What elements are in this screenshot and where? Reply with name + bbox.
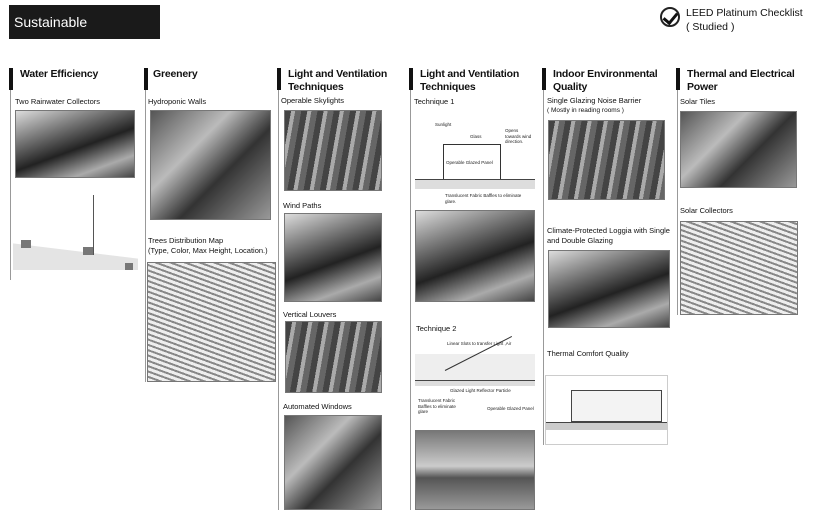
- label: Automated Windows: [283, 402, 352, 411]
- column-heading: Indoor Environmental Quality: [553, 68, 658, 93]
- label: Technique 1: [414, 97, 455, 106]
- label: Trees Distribution Map: [148, 236, 224, 245]
- column-thermal-electrical-power: Thermal and Electrical Power: [676, 68, 795, 315]
- label: Wind Paths: [283, 201, 322, 210]
- column-light-ventilation-1: Light and Ventilation Techniques: [277, 68, 387, 510]
- diagram-label: Operable Glazed Panel: [446, 160, 493, 165]
- heading-bar: [542, 68, 546, 90]
- technique-2-photo: [415, 430, 535, 510]
- leed-checklist: LEED Platinum Checklist ( Studied ): [660, 6, 803, 34]
- column-light-ventilation-2: Light and Ventilation Techniques: [409, 68, 519, 510]
- leed-subtitle: ( Studied ): [686, 21, 735, 33]
- label: Solar Tiles: [680, 97, 716, 106]
- technique-2-diagram: Linear Slots to transfer Light ,Air Glaz…: [415, 336, 535, 425]
- label: Hydroponic Walls: [148, 97, 207, 106]
- column-heading: Light and Ventilation Techniques: [420, 68, 520, 93]
- heading-bar: [144, 68, 148, 90]
- diagram-label: Glass: [470, 134, 482, 139]
- heading-bar: [9, 68, 13, 90]
- diagram-label: Operable Glazed Panel: [487, 406, 534, 411]
- heading-bar: [277, 68, 281, 90]
- trees-distribution-map: [147, 262, 276, 382]
- solar-collectors-photo: [680, 221, 798, 315]
- label: Single Glazing Noise Barrier: [547, 96, 642, 105]
- label: Operable Skylights: [281, 96, 344, 105]
- technique-1-photo: [415, 210, 535, 302]
- rainwater-photo: [15, 110, 135, 178]
- column-heading: Water Efficiency: [20, 68, 99, 80]
- loggia-photo: [548, 250, 670, 328]
- vertical-louvers-photo: [285, 321, 382, 393]
- label: Thermal Comfort Quality: [547, 349, 629, 358]
- diagram-label: Glazed Light Reflector Particle: [450, 388, 511, 393]
- column-water-efficiency: Water Efficiency: [9, 68, 98, 280]
- technique-1-diagram: Sunlight Glass Opens towards wind direct…: [415, 116, 535, 206]
- page-title: Sustainable Techniques: [9, 5, 160, 64]
- label: ( Mostly in reading rooms ): [547, 107, 624, 114]
- column-indoor-environmental-quality: Indoor Environmental Quality: [542, 68, 658, 445]
- label: (Type, Color, Max Height, Location.): [148, 246, 268, 255]
- label: Climate-Protected Loggia with Single and…: [547, 226, 670, 245]
- hydroponic-walls-photo: [150, 110, 271, 220]
- column-heading: Greenery: [153, 68, 198, 80]
- label: Two Rainwater Collectors: [15, 97, 101, 106]
- label: Technique 2: [416, 324, 457, 333]
- diagram-label: Opens towards wind direction.: [505, 128, 532, 144]
- solar-tiles-photo: [680, 111, 797, 188]
- label: Vertical Louvers: [283, 310, 337, 319]
- noise-barrier-photo: [548, 120, 665, 200]
- wind-paths-photo: [284, 213, 382, 302]
- diagram-label: Translucent Fabric Baffles to eliminate …: [445, 193, 522, 204]
- heading-bar: [676, 68, 680, 90]
- thermal-comfort-diagram: [545, 375, 668, 445]
- column-greenery: Greenery: [144, 68, 198, 382]
- diagram-label: Linear Slots to transfer Light ,Air: [447, 341, 512, 346]
- diagram-label: Sunlight: [435, 122, 452, 127]
- label: Solar Collectors: [680, 206, 733, 215]
- leed-title: LEED Platinum Checklist: [686, 7, 803, 19]
- checkmark-icon: [660, 7, 680, 27]
- heading-bar: [409, 68, 413, 90]
- diagram-label: Translucent Fabric Baffles to eliminate …: [418, 398, 456, 414]
- column-heading: Light and Ventilation Techniques: [288, 68, 388, 93]
- operable-skylights-photo: [284, 110, 382, 191]
- column-heading: Thermal and Electrical Power: [687, 68, 795, 93]
- rainwater-diagram: [13, 185, 138, 275]
- automated-windows-photo: [284, 415, 382, 510]
